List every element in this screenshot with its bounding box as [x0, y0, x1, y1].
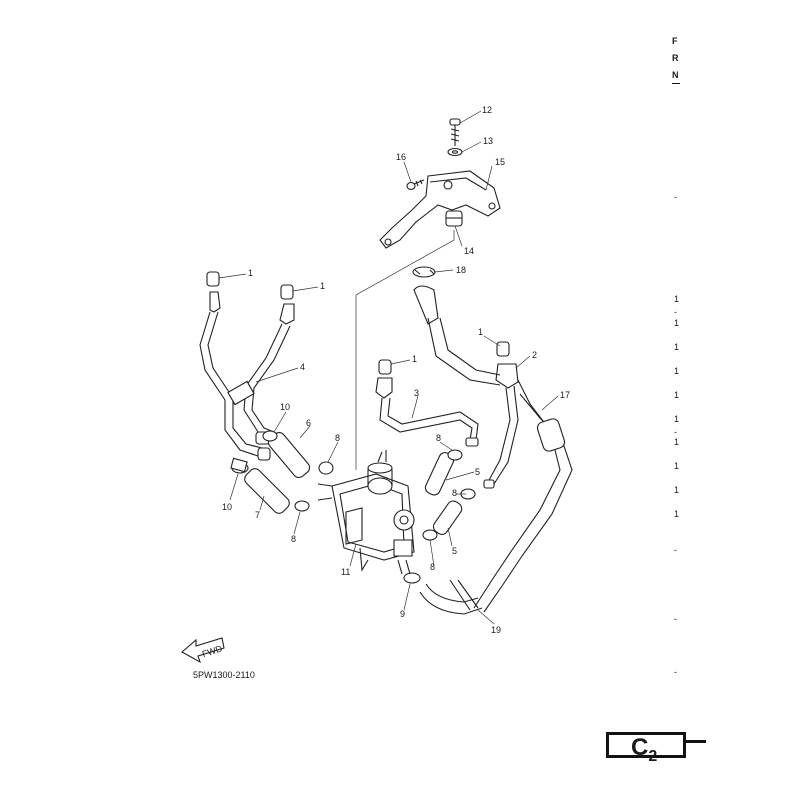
reed-valve-11: [317, 450, 415, 575]
callout-5-lower: 5: [452, 546, 457, 556]
hose-17: [413, 285, 573, 613]
edge-rule: [672, 83, 680, 84]
callout-6: 6: [306, 418, 311, 428]
side-mark: 1: [674, 366, 680, 376]
fitting-2: [483, 363, 519, 489]
diagram-code: 5PW1300-2110: [193, 670, 255, 680]
hose-19: [419, 579, 483, 615]
callout-15: 15: [495, 157, 505, 167]
page-tab-number: 2: [648, 747, 658, 765]
cap-right-1: [496, 341, 510, 357]
callout-8-c: 8: [436, 433, 441, 443]
side-mark: 1: [674, 485, 680, 495]
cap-mid-1: [280, 284, 294, 300]
page-tab-letter: C: [631, 734, 649, 761]
callout-8-e: 8: [430, 562, 435, 572]
callout-9: 9: [400, 609, 405, 619]
cap-left-1: [206, 271, 220, 287]
hose-7: [244, 468, 290, 514]
side-mark: -: [674, 614, 677, 624]
damper-14: [445, 210, 463, 227]
side-mark: 1: [674, 461, 680, 471]
callout-1-mid: 1: [320, 281, 325, 291]
callout-16: 16: [396, 152, 406, 162]
bolt-16: [406, 179, 425, 191]
side-mark: 1: [674, 294, 680, 304]
fwd-arrow-icon: FWD: [181, 637, 225, 664]
callout-10-upper: 10: [280, 402, 290, 412]
page-tab-label: C2: [631, 734, 657, 766]
page-tab: C2: [606, 732, 686, 765]
callout-19: 19: [491, 625, 501, 635]
callout-labels: 12 13 16 15 14 18 1 1 1 1 2 4 3 17 10 10…: [222, 105, 570, 635]
pipe-4: [199, 291, 295, 461]
reference-line: [355, 230, 455, 470]
callout-3: 3: [414, 388, 419, 398]
side-mark: 1: [674, 342, 680, 352]
hose-5-lower: [432, 500, 463, 535]
callout-14: 14: [464, 246, 474, 256]
edge-letter-n: N: [672, 70, 679, 80]
side-mark: 1: [674, 437, 680, 447]
callout-12: 12: [482, 105, 492, 115]
callout-8-a: 8: [335, 433, 340, 443]
bracket-15: [379, 170, 501, 249]
edge-letter-f: F: [672, 36, 678, 46]
callout-2: 2: [532, 350, 537, 360]
side-mark: 1: [674, 509, 680, 519]
cap-center-1: [378, 359, 392, 375]
clamp-18: [412, 266, 436, 278]
callout-13: 13: [483, 136, 493, 146]
side-mark: 1: [674, 390, 680, 400]
side-mark: -: [674, 667, 677, 677]
side-mark: -: [674, 192, 677, 202]
callout-7: 7: [255, 510, 260, 520]
page-tab-bar: [686, 740, 706, 743]
callout-1-left: 1: [248, 268, 253, 278]
side-mark: -: [674, 307, 677, 317]
bolt-12: [449, 118, 461, 146]
side-mark: 1: [674, 414, 680, 424]
side-mark: -: [674, 545, 677, 555]
callout-1-right: 1: [478, 327, 483, 337]
callout-11: 11: [341, 567, 350, 577]
callout-4: 4: [300, 362, 305, 372]
callout-18: 18: [456, 265, 466, 275]
side-mark: 1: [674, 318, 680, 328]
pipe-3: [375, 377, 479, 447]
callout-10-lower: 10: [222, 502, 232, 512]
callout-8-d: 8: [452, 488, 457, 498]
callout-5-upper: 5: [475, 467, 480, 477]
side-mark: -: [674, 427, 677, 437]
clamps: [230, 430, 476, 584]
callout-8-b: 8: [291, 534, 296, 544]
washer-13: [447, 147, 463, 157]
leader-lines: [218, 110, 559, 625]
callout-1-center: 1: [412, 354, 417, 364]
edge-letter-r: R: [672, 53, 679, 63]
callout-17: 17: [560, 390, 570, 400]
